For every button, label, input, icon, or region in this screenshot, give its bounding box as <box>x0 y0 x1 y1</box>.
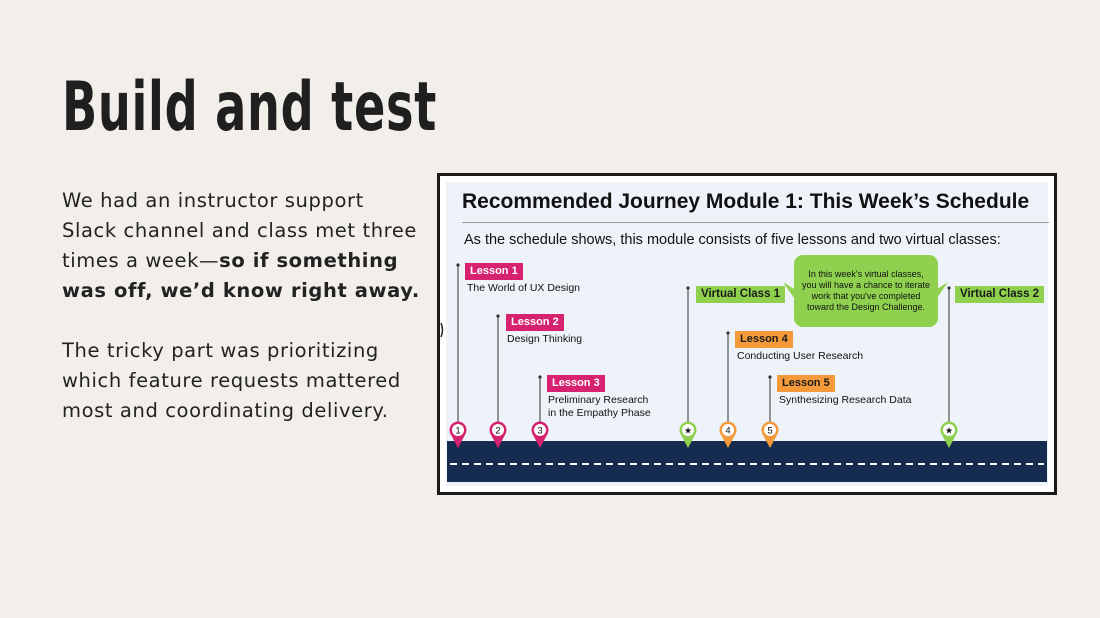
lesson-1-badge: Lesson 1 <box>465 263 523 280</box>
diagram-heading: Recommended Journey Module 1: This Week’… <box>462 190 1029 214</box>
lesson-2-pin-center <box>492 424 504 436</box>
lesson-3-description-line-2: in the Empathy Phase <box>548 407 651 419</box>
body-paragraph-1-bold: so if something was off, we’d know right… <box>62 249 420 302</box>
schedule-diagram-frame: 1 2 3 ★ 4 5 ★ Recommended Journey Module 1: Th… <box>437 173 1057 495</box>
virtual-class-2-pin-label: ★ <box>945 426 953 436</box>
lesson-1-pin-center <box>452 424 464 436</box>
lesson-3-pin-label: 3 <box>537 426 542 437</box>
lesson-1-pin-label: 1 <box>455 426 460 437</box>
virtual-class-2-pin-center <box>943 424 955 436</box>
lesson-1-stem-dot <box>456 263 460 267</box>
slide-body: We had an instructor support Slack chann… <box>62 186 422 426</box>
lesson-5-stem-dot <box>768 375 772 379</box>
lesson-2-stem-dot <box>496 314 500 318</box>
body-paragraph-2: The tricky part was prioritizing which f… <box>62 339 401 422</box>
lesson-5-pin-center <box>764 424 776 436</box>
lesson-4-pin-label: 4 <box>725 426 730 437</box>
lesson-4-stem-dot <box>726 331 730 335</box>
lesson-2-pin-label: 2 <box>495 426 500 437</box>
timeline-band <box>447 441 1047 482</box>
virtual-class-1-pin-center <box>682 424 694 436</box>
diagram-heading-bold: Recommended Journey Module 1: <box>462 190 804 213</box>
virtual-class-1-badge: Virtual Class 1 <box>696 286 786 303</box>
lesson-4-description: Conducting User Research <box>737 350 864 362</box>
diagram-heading-rule <box>462 222 1049 223</box>
lesson-5-description: Synthesizing Research Data <box>779 394 912 406</box>
lesson-4-badge: Lesson 4 <box>735 331 793 348</box>
lesson-3-pin-center <box>534 424 546 436</box>
slide-title: Build and test <box>62 68 437 147</box>
virtual-class-2-stem-dot <box>947 286 951 290</box>
virtual-class-2-badge: Virtual Class 2 <box>955 286 1045 303</box>
cropped-edge-mark <box>440 322 444 338</box>
lesson-1-description: The World of UX Design <box>467 282 581 294</box>
virtual-class-1-stem-dot <box>686 286 690 290</box>
lesson-3-description-line-1: Preliminary Research <box>548 394 649 406</box>
diagram-subtitle: As the schedule shows, this module consi… <box>464 232 1001 248</box>
virtual-class-callout: In this week's virtual classes, you will… <box>794 255 938 327</box>
callout-pointer-left <box>783 282 794 298</box>
lesson-3-badge: Lesson 3 <box>547 375 605 392</box>
lesson-5-badge: Lesson 5 <box>777 375 835 392</box>
callout-pointer-right <box>937 282 948 298</box>
timeline-items: 1 2 3 ★ 4 5 ★ <box>449 263 958 448</box>
body-paragraph-1: We had an instructor support Slack chann… <box>62 186 422 306</box>
virtual-class-1-pin-label: ★ <box>684 426 692 436</box>
lesson-2-description: Design Thinking <box>507 333 583 345</box>
lesson-3-stem-dot <box>538 375 542 379</box>
lesson-4-pin-center <box>722 424 734 436</box>
diagram-heading-regular: This Week’s Schedule <box>803 190 1030 213</box>
lesson-2-badge: Lesson 2 <box>506 314 564 331</box>
body-paragraph-1-plain: We had an instructor support Slack chann… <box>62 189 418 272</box>
lesson-5-pin-label: 5 <box>767 426 772 437</box>
